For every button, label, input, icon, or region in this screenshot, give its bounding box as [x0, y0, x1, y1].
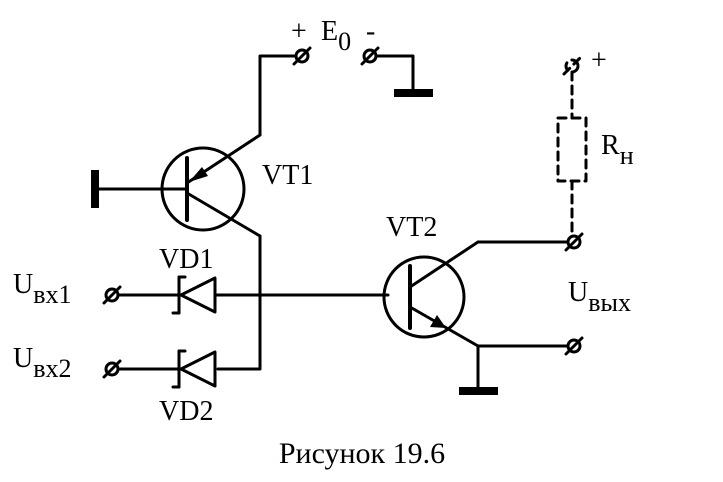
- vt2-emitter-arrow: [430, 315, 446, 328]
- terminal-load-plus: [564, 58, 580, 74]
- rn-label: Rн: [601, 130, 634, 170]
- terminal-out-emitter: [566, 338, 582, 354]
- vt2-collector: [408, 240, 480, 289]
- uin1-label: Uвх1: [13, 269, 72, 309]
- vt1-label: VT1: [262, 160, 313, 191]
- load-plus-label: +: [591, 45, 607, 76]
- vt2-label: VT2: [386, 212, 437, 243]
- uin2-label: Uвх2: [13, 343, 72, 383]
- e0-minus-label: -: [366, 16, 375, 47]
- wire-vt1-collector-bus: [216, 234, 262, 371]
- figure-caption: Рисунок 19.6: [279, 437, 445, 470]
- vt2-body: [382, 255, 466, 339]
- uout-label: Uвых: [568, 277, 631, 317]
- vd2-label: VD2: [159, 396, 213, 427]
- vt1-collector: [185, 191, 262, 238]
- wire-e0-ground: [374, 54, 415, 95]
- terminal-uin2: [104, 361, 120, 377]
- transistor-vt2: [382, 240, 480, 348]
- transistor-vt1: [160, 133, 262, 238]
- load-resistor-rn: [556, 56, 588, 238]
- vt1-emitter-arrow: [189, 167, 208, 182]
- terminal-e0-plus: [294, 48, 310, 64]
- e0-label: E0: [321, 16, 351, 56]
- e0-plus-label: +: [291, 16, 307, 47]
- terminal-uin1: [104, 287, 120, 303]
- wire-vt1-emitter-e0: [258, 54, 298, 137]
- vd1-label: VD1: [159, 244, 213, 275]
- terminal-out-collector: [566, 234, 582, 250]
